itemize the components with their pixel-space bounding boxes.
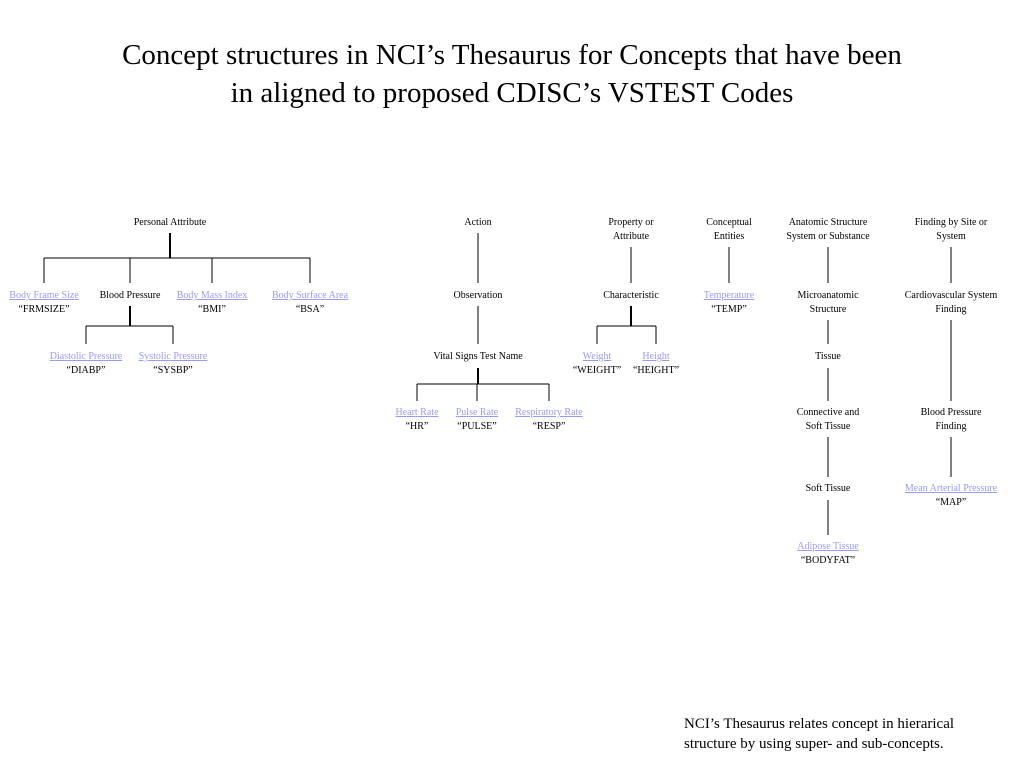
node-code: “RESP”	[532, 420, 566, 432]
node-characteristic: Characteristic	[603, 289, 659, 303]
systolic-pressure-link[interactable]: Systolic Pressure	[138, 351, 208, 362]
node-label-line-2: Soft Tissue	[805, 420, 851, 432]
node-label: Observation	[453, 290, 503, 301]
node-body-frame-size: Body Frame Size “FRMSIZE”	[9, 289, 78, 316]
weight-link[interactable]: Weight	[582, 351, 612, 362]
body-mass-index-link[interactable]: Body Mass Index	[176, 290, 248, 301]
node-mean-arterial-pressure: Mean Arterial Pressure “MAP”	[905, 482, 997, 509]
node-microanatomic-structure: Microanatomic Structure	[797, 289, 858, 316]
node-finding-by-site: Finding by Site or System	[915, 216, 988, 243]
temperature-link[interactable]: Temperature	[703, 290, 755, 301]
node-blood-pressure: Blood Pressure	[100, 289, 161, 303]
node-heart-rate: Heart Rate “HR”	[395, 406, 438, 433]
heart-rate-link[interactable]: Heart Rate	[395, 407, 439, 418]
node-label-line-1: Finding by Site or	[914, 217, 988, 228]
node-label-line-1: Connective and	[796, 407, 860, 418]
node-label-line-1: Anatomic Structure	[788, 217, 868, 228]
respiratory-rate-link[interactable]: Respiratory Rate	[515, 407, 583, 418]
node-soft-tissue: Soft Tissue	[806, 482, 851, 496]
node-code: “HEIGHT”	[632, 364, 680, 376]
node-vital-signs-test-name: Vital Signs Test Name	[433, 350, 522, 364]
node-code: “BMI”	[198, 303, 226, 315]
node-code: “BSA”	[295, 303, 325, 315]
node-weight: Weight “WEIGHT”	[573, 350, 621, 377]
node-systolic-pressure: Systolic Pressure “SYSBP”	[139, 350, 208, 377]
node-diastolic-pressure: Diastolic Pressure “DIABP”	[50, 350, 123, 377]
node-tissue: Tissue	[815, 350, 841, 364]
node-label-line-1: Cardiovascular System	[904, 290, 998, 301]
node-label: Soft Tissue	[805, 483, 851, 494]
node-pulse-rate: Pulse Rate “PULSE”	[456, 406, 499, 433]
node-observation: Observation	[454, 289, 503, 303]
node-label: Action	[464, 217, 492, 228]
mean-arterial-pressure-link[interactable]: Mean Arterial Pressure	[904, 483, 998, 494]
node-personal-attribute: Personal Attribute	[134, 216, 207, 230]
adipose-tissue-link[interactable]: Adipose Tissue	[797, 541, 859, 552]
node-body-surface-area: Body Surface Area “BSA”	[272, 289, 348, 316]
node-code: “SYSBP”	[153, 364, 193, 376]
node-code: “BODYFAT”	[800, 554, 856, 566]
node-code: “HR”	[405, 420, 429, 432]
node-label: Personal Attribute	[133, 217, 207, 228]
node-property-or-attribute: Property or Attribute	[608, 216, 653, 243]
body-surface-area-link[interactable]: Body Surface Area	[271, 290, 349, 301]
node-height: Height “HEIGHT”	[633, 350, 679, 377]
node-code: “FRMSIZE”	[18, 303, 70, 315]
footnote-line-2: structure by using super- and sub-concep…	[684, 736, 944, 752]
node-blood-pressure-finding: Blood Pressure Finding	[921, 406, 982, 433]
node-label: Tissue	[815, 351, 841, 362]
slide-title: Concept structures in NCI’s Thesaurus fo…	[0, 36, 1024, 112]
title-line-1: Concept structures in NCI’s Thesaurus fo…	[122, 39, 902, 71]
node-conceptual-entities: Conceptual Entities	[706, 216, 752, 243]
node-code: “MAP”	[935, 496, 967, 508]
node-label: Characteristic	[603, 290, 659, 301]
node-code: “WEIGHT”	[572, 364, 622, 376]
footnote-line-1: NCI’s Thesaurus relates concept in hiera…	[684, 716, 955, 732]
node-label-line-1: Microanatomic	[797, 290, 859, 301]
node-label-line-1: Conceptual	[706, 217, 752, 228]
node-label-line-1: Blood Pressure	[920, 407, 982, 418]
node-connective-soft-tissue: Connective and Soft Tissue	[797, 406, 859, 433]
node-code: “TEMP”	[711, 303, 747, 315]
node-respiratory-rate: Respiratory Rate “RESP”	[515, 406, 582, 433]
node-cardiovascular-finding: Cardiovascular System Finding	[905, 289, 997, 316]
node-temperature: Temperature “TEMP”	[704, 289, 754, 316]
node-label-line-2: Entities	[713, 230, 745, 242]
node-label: Blood Pressure	[99, 290, 161, 301]
footnote: NCI’s Thesaurus relates concept in hiera…	[684, 714, 1014, 754]
node-label-line-2: System or Substance	[786, 230, 870, 242]
node-body-mass-index: Body Mass Index “BMI”	[177, 289, 248, 316]
node-label: Vital Signs Test Name	[433, 351, 523, 362]
node-label-line-2: Finding	[935, 420, 967, 432]
node-label-line-2: Structure	[809, 303, 847, 315]
diastolic-pressure-link[interactable]: Diastolic Pressure	[49, 351, 123, 362]
title-line-2: in aligned to proposed CDISC’s VSTEST Co…	[230, 77, 794, 109]
node-label-line-2: Finding	[935, 303, 967, 315]
node-label-line-2: System	[936, 230, 966, 242]
height-link[interactable]: Height	[642, 351, 670, 362]
node-code: “PULSE”	[457, 420, 497, 432]
node-code: “DIABP”	[66, 364, 106, 376]
node-adipose-tissue: Adipose Tissue “BODYFAT”	[797, 540, 858, 567]
node-label-line-2: Attribute	[612, 230, 650, 242]
body-frame-size-link[interactable]: Body Frame Size	[9, 290, 79, 301]
pulse-rate-link[interactable]: Pulse Rate	[455, 407, 499, 418]
node-label-line-1: Property or	[608, 217, 654, 228]
node-action: Action	[464, 216, 491, 230]
node-anatomic-structure: Anatomic Structure System or Substance	[786, 216, 869, 243]
